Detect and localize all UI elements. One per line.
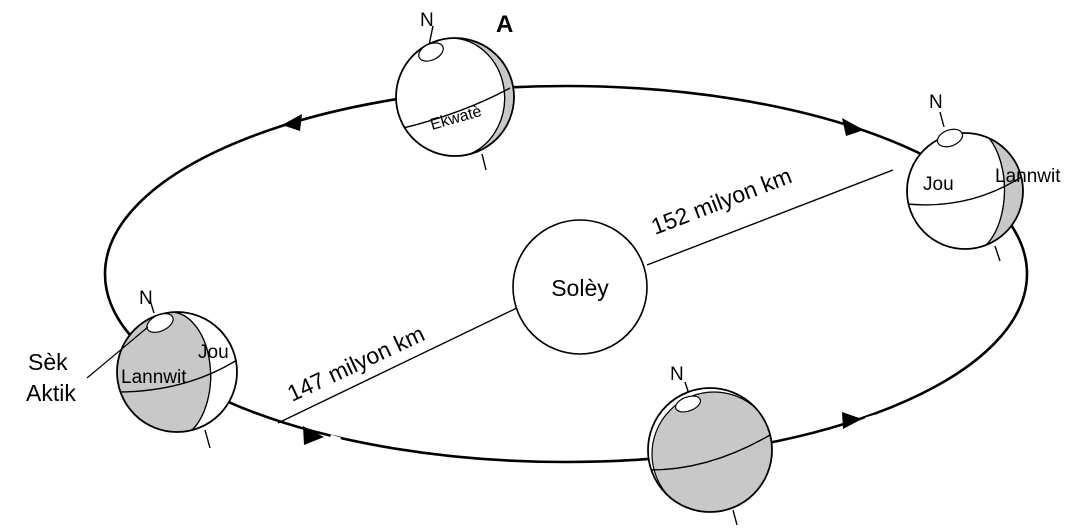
near-distance-line: [277, 305, 522, 424]
earth-top-arctic-circle: [418, 42, 444, 62]
earth-right-terminator: [952, 133, 1005, 247]
earth-left: N Jou Lannwit Sèk Aktik: [26, 288, 238, 449]
earth-left-terminator: [169, 312, 212, 432]
earth-left-axis-south: [204, 429, 211, 449]
earth-right: N Jou Lannwit: [906, 92, 1061, 262]
earth-top: N A Ekwatè: [395, 10, 515, 171]
earth-top-terminator: [449, 38, 506, 155]
earth-left-day-label: Jou: [198, 342, 229, 363]
earth-bottom-north-label: N: [670, 364, 684, 385]
earth-bottom-arctic-circle: [674, 395, 702, 413]
earth-top-north-label: N: [420, 10, 434, 31]
sun-label: Solèy: [551, 275, 609, 301]
position-a-label: A: [496, 11, 513, 38]
earth-bottom-night-side: [651, 391, 772, 512]
arrow-top-left: [282, 114, 302, 131]
earth-top-axis-south: [481, 153, 487, 171]
earth-right-day-label: Jou: [923, 174, 954, 195]
arrow-bottom-left: [303, 426, 324, 445]
far-distance-line: [646, 169, 894, 266]
earth-bottom-axis-south: [732, 509, 738, 526]
earth-right-axis-north: [939, 111, 945, 128]
earth-right-arctic-circle: [936, 128, 964, 148]
orbit-gaps: [260, 114, 878, 445]
earth-right-north-label: N: [929, 92, 943, 113]
earth-left-night-label: Lannwit: [121, 367, 187, 388]
earth-bottom-equator: [649, 434, 771, 471]
earth-top-axis-north: [428, 25, 434, 46]
orbit-path: [103, 84, 1029, 464]
arctic-circle-label-line2: Aktik: [26, 380, 76, 406]
far-distance-label: 152 milyon km: [647, 162, 795, 239]
arctic-circle-label-line1: Sèk: [28, 349, 68, 375]
earth-left-equator: [117, 359, 237, 393]
earth-right-night-label: Lannwit: [995, 166, 1061, 187]
earth-bottom: N: [647, 364, 773, 526]
earth-top-equator: [396, 87, 511, 131]
arrow-top-right: [842, 118, 864, 136]
earth-left-north-label: N: [139, 288, 153, 309]
arctic-circle-leader: [86, 326, 149, 379]
orbit-arrows: [282, 114, 864, 445]
arrow-bottom-right: [842, 412, 862, 429]
earth-left-axis-north: [149, 299, 155, 314]
near-distance-label: 147 milyon km: [283, 320, 428, 406]
earth-right-axis-south: [994, 245, 1001, 262]
earth-right-equator: [907, 175, 1023, 206]
earth-left-arctic-circle: [146, 313, 174, 333]
sun: [512, 219, 648, 355]
